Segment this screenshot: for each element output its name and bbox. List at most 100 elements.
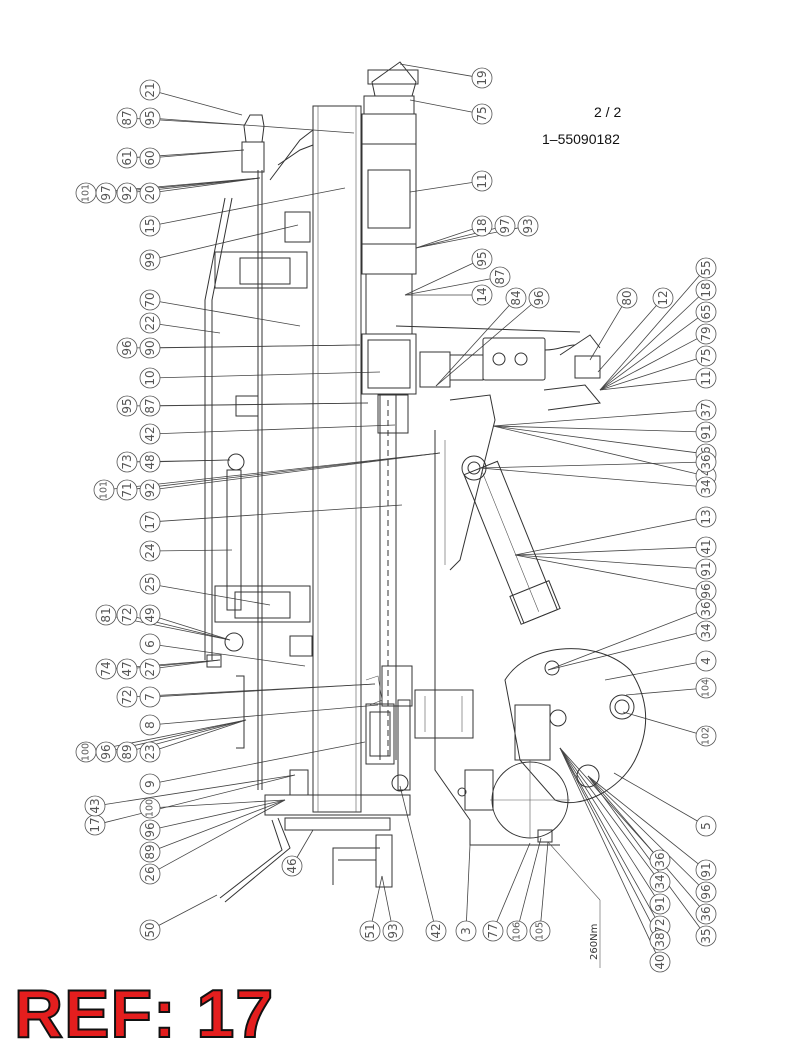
callout-circle [139,337,161,359]
leader-line [159,371,381,379]
callout-circle [695,536,717,558]
callout-bubble: 12 [652,287,674,309]
callout-number: 49 [143,607,157,622]
leader-line [599,378,697,391]
callout-bubble: 36 [695,598,717,620]
callout-number: 15 [143,218,157,233]
callout-number: 18 [475,218,489,233]
callout-number: 34 [653,874,667,889]
callout-number: 96 [120,340,134,355]
callout-circle [425,920,447,942]
callout-circle [139,249,161,271]
callout-circle [505,287,527,309]
callout-circle [482,920,504,942]
callout-number: 96 [532,290,546,305]
callout-circle [116,337,138,359]
callout-bubble: 77 [482,920,504,942]
callout-bubble: 101 [93,479,115,501]
callout-circle [139,633,161,655]
callout-number: 65 [699,304,713,319]
callout-number: 20 [143,185,157,200]
callout-number: 100 [81,743,92,761]
callout-circle [649,951,671,973]
callout-number: 72 [120,607,134,622]
callout-circle [471,103,493,125]
leader-line [159,224,299,259]
callout-bubble: 42 [425,920,447,942]
callout-circle [95,658,117,680]
callout-number: 92 [143,482,157,497]
callout-bubble: 25 [139,573,161,595]
callout-number: 36 [699,454,713,469]
leader-line [559,747,656,918]
callout-bubble: 26 [139,863,161,885]
callout-bubble: 91 [695,421,717,443]
callout-circle [695,903,717,925]
callout-circle [84,795,106,817]
callout-circle [529,920,551,942]
callout-bubble: 87 [116,107,138,129]
callout-number: 70 [143,292,157,307]
callout-bubble: 14 [471,284,493,306]
callout-bubble: 34 [695,476,717,498]
callout-circle [695,476,717,498]
callout-circle [649,929,671,951]
callout-bubble: 97 [95,182,117,204]
callout-circle [139,658,161,680]
callout-circle [139,79,161,101]
callout-bubble: 46 [281,855,303,877]
callout-bubble: 105 [529,920,551,942]
leader-line [514,518,697,556]
mast-frame [204,105,411,903]
callout-number: 95 [120,398,134,413]
callout-bubble: 65 [695,301,717,323]
callout-bubble: 41 [695,536,717,558]
callout-number: 87 [120,110,134,125]
leader-line [409,182,473,193]
callout-number: 43 [88,798,102,813]
leader-line [159,617,231,641]
callout-bubble: 34 [695,620,717,642]
callout-number: 14 [475,287,489,302]
callout-number: 7 [143,693,157,701]
ref-label: REF: 17 [13,976,275,1052]
callout-bubble: 90 [139,337,161,359]
callout-number: 19 [475,70,489,85]
leader-line [559,747,655,875]
callout-bubble: 24 [139,540,161,562]
callout-bubble: 75 [471,103,493,125]
callout-circle [139,289,161,311]
callout-bubble: 27 [139,658,161,680]
callout-circle [695,323,717,345]
callout-bubble: 43 [84,795,106,817]
callout-bubble: 95 [116,395,138,417]
leader-line [159,504,403,522]
callout-number: 91 [699,424,713,439]
callout-circle [139,511,161,533]
callout-bubble: 93 [517,215,539,237]
callout-circle [139,395,161,417]
callout-bubble: 22 [139,312,161,334]
callout-number: 91 [699,862,713,877]
callout-bubble: 35 [695,925,717,947]
callout-bubble: 23 [139,741,161,763]
callout-bubble: 17 [139,511,161,533]
callout-bubble: 89 [139,841,161,863]
leader-line [115,719,247,751]
callout-circle [116,451,138,473]
callout-circle [139,479,161,501]
leader-line [496,842,531,922]
callout-bubble: 106 [506,920,528,942]
leader-line [159,92,243,116]
callout-number: 36 [653,852,667,867]
callout-bubble: 95 [139,107,161,129]
callout-bubble: 6 [139,633,161,655]
leader-line [159,452,441,490]
callout-circle [95,604,117,626]
leader-line [492,410,697,427]
callout-circle [471,248,493,270]
leader-line [136,452,441,490]
leader-line [613,772,698,822]
callout-circle [116,182,138,204]
callout-circle [652,287,674,309]
